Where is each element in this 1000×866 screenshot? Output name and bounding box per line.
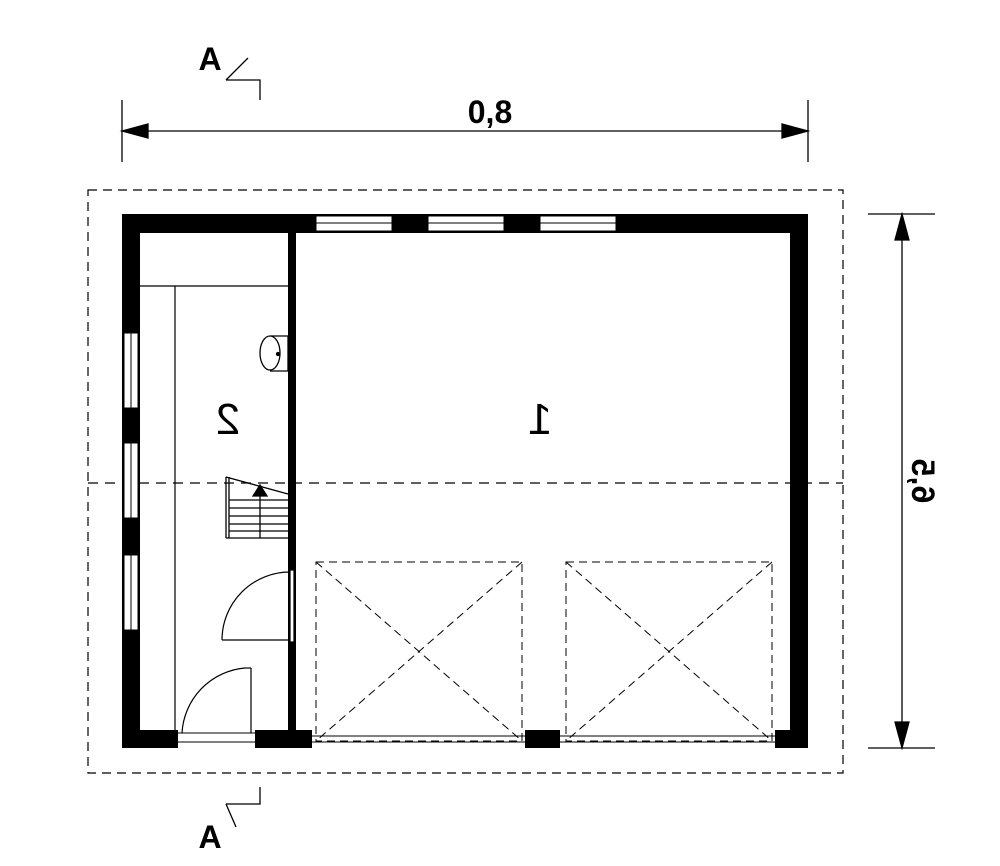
interior-door — [221, 569, 295, 643]
sink-icon — [259, 335, 289, 372]
staircase — [225, 476, 289, 539]
windows-top — [315, 215, 617, 232]
room-2-label: 2 — [216, 395, 240, 444]
roof-outline — [87, 189, 844, 774]
depth-dimension-label: 6,5 — [905, 459, 941, 503]
section-arrow-bottom — [225, 787, 261, 828]
bottom-openings — [178, 732, 775, 743]
room-2-fittings — [140, 285, 288, 730]
section-marker-top: A — [198, 41, 221, 77]
garage-door-1 — [315, 561, 523, 742]
section-arrow-top — [225, 57, 261, 100]
section-marker-bottom: A — [198, 819, 221, 855]
windows-left — [123, 332, 139, 631]
walls — [122, 214, 808, 748]
depth-dimension-line — [868, 211, 935, 751]
width-dimension-line — [119, 100, 811, 162]
entrance-door — [181, 667, 252, 734]
room-1-label: 1 — [528, 395, 552, 444]
width-dimension-label: 0,8 — [468, 94, 512, 130]
garage-door-2 — [565, 561, 773, 742]
